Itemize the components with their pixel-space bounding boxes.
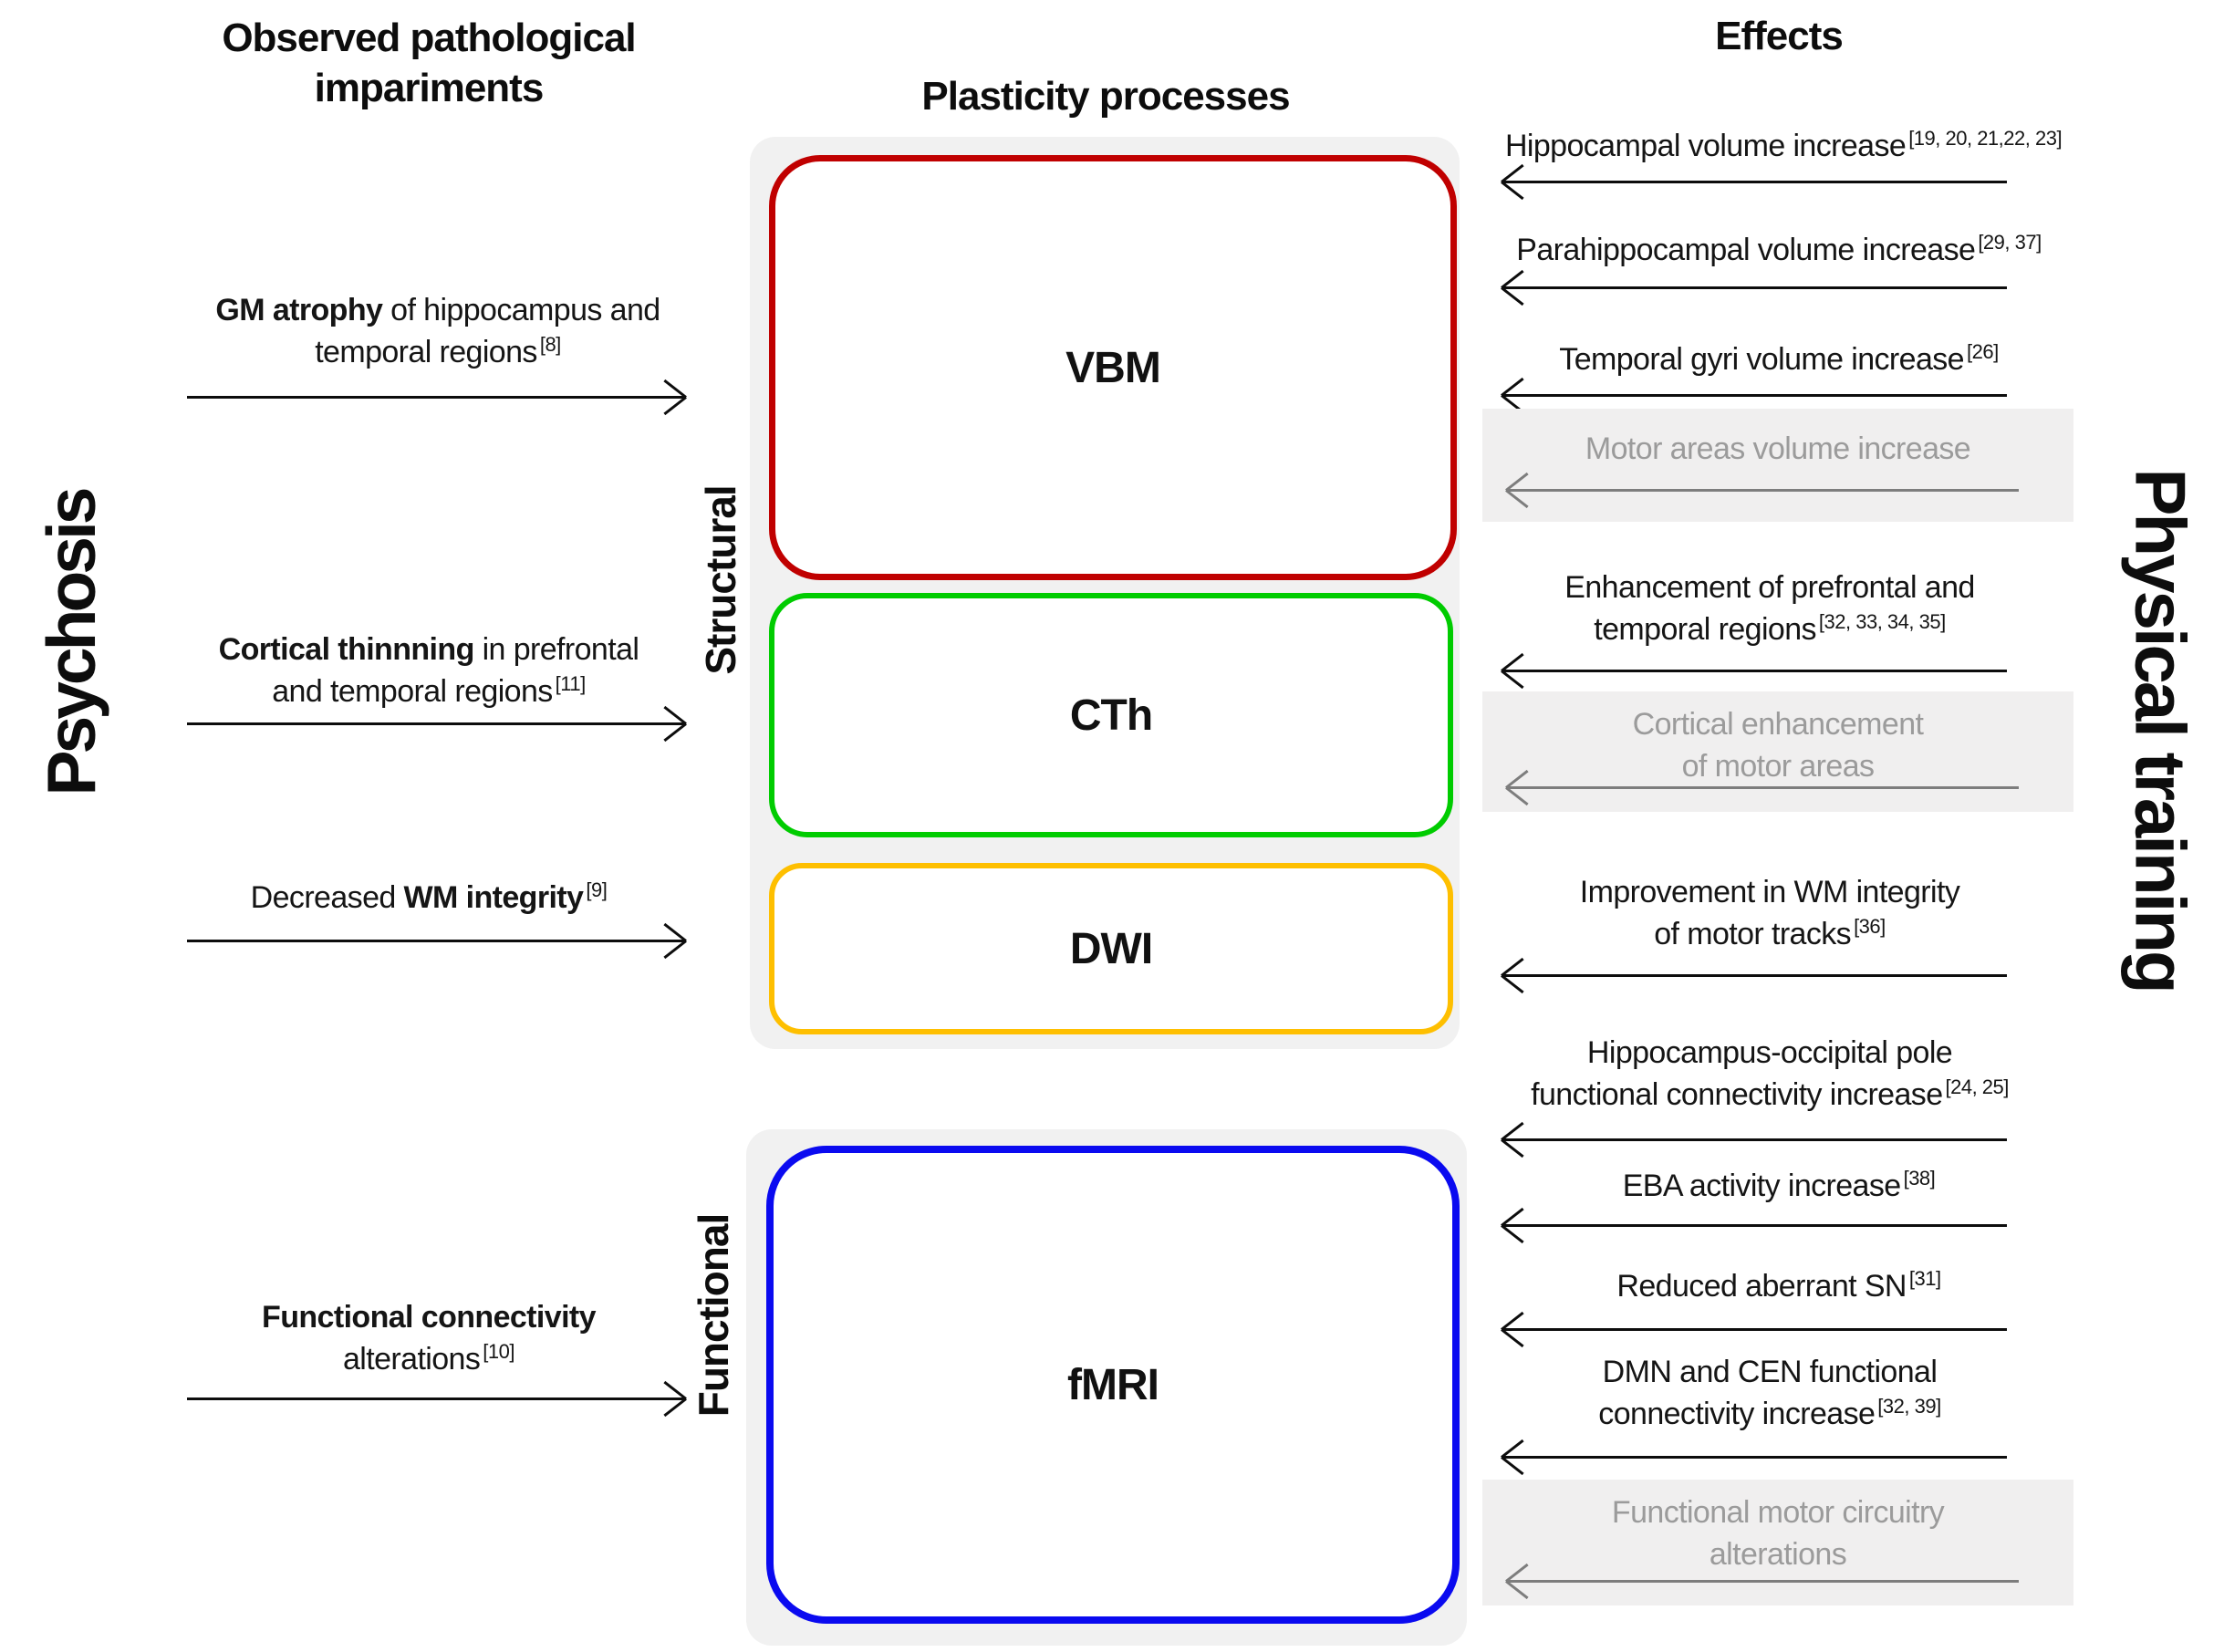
effect-arrow-left-icon bbox=[1508, 489, 2019, 492]
column-header-effects: Effects bbox=[1715, 14, 1844, 58]
process-box-dwi: DWI bbox=[769, 863, 1453, 1034]
effect-highlight-box-motor-circuitry: Functional motor circuitry alterations bbox=[1482, 1480, 2073, 1605]
effect-arrow-left-icon bbox=[1503, 1224, 2007, 1227]
effect-prefrontal-enhancement: Enhancement of prefrontal and temporal r… bbox=[1564, 570, 1975, 647]
impairment-functional-connectivity: Functional connectivity alterations[10] bbox=[262, 1300, 597, 1377]
effect-arrow-left-icon bbox=[1503, 181, 2007, 183]
structural-group-label: Structural bbox=[697, 485, 744, 675]
impairment-arrow-right-icon bbox=[187, 940, 684, 942]
impairment-wm-integrity: Decreased WM integrity[9] bbox=[250, 878, 608, 915]
effect-cortical-enhancement: Cortical enhancement of motor areas bbox=[1632, 707, 1924, 784]
process-box-vbm-label: VBM bbox=[1065, 343, 1161, 392]
effect-highlight-box-motor-volume: Motor areas volume increase bbox=[1482, 409, 2073, 522]
effect-arrow-left-icon bbox=[1503, 1456, 2007, 1459]
effect-reduced-aberrant-sn: Reduced aberrant SN[31] bbox=[1616, 1266, 1941, 1304]
column-header-processes: Plasticity processes bbox=[921, 74, 1290, 119]
effect-dmn-cen-connectivity: DMN and CEN functional connectivity incr… bbox=[1598, 1355, 1941, 1431]
effect-arrow-left-icon bbox=[1503, 1328, 2007, 1331]
effect-highlight-box-cortical-enhancement: Cortical enhancement of motor areas bbox=[1482, 691, 2073, 812]
effect-eba-activity: EBA activity increase[38] bbox=[1622, 1166, 1936, 1203]
process-box-cth: CTh bbox=[769, 593, 1453, 837]
effect-arrow-left-icon bbox=[1503, 394, 2007, 397]
effect-motor-circuitry: Functional motor circuitry alterations bbox=[1611, 1495, 1945, 1572]
effect-arrow-left-icon bbox=[1503, 974, 2007, 977]
process-box-fmri: fMRI bbox=[766, 1146, 1460, 1624]
effect-arrow-left-icon bbox=[1503, 1138, 2007, 1141]
process-box-dwi-label: DWI bbox=[1069, 924, 1153, 973]
effect-arrow-left-icon bbox=[1503, 670, 2007, 672]
effect-arrow-left-icon bbox=[1503, 286, 2007, 289]
functional-group-label: Functional bbox=[690, 1213, 737, 1418]
effect-hippocampal-volume: Hippocampal volume increase[19, 20, 21,2… bbox=[1504, 126, 2063, 163]
impairment-arrow-right-icon bbox=[187, 396, 684, 399]
psychosis-vertical-label: Psychosis bbox=[33, 490, 109, 796]
effect-wm-improvement: Improvement in WM integrity of motor tra… bbox=[1579, 875, 1960, 951]
impairment-arrow-right-icon bbox=[187, 1397, 684, 1400]
physical-training-vertical-label: Physical training bbox=[2120, 468, 2201, 992]
process-box-vbm: VBM bbox=[769, 155, 1457, 580]
effect-hippocampus-occipital: Hippocampus-occipital pole functional co… bbox=[1531, 1035, 2009, 1112]
process-box-cth-label: CTh bbox=[1069, 691, 1153, 740]
process-box-fmri-label: fMRI bbox=[1067, 1360, 1159, 1409]
effect-arrow-left-icon bbox=[1508, 1580, 2019, 1583]
column-header-impairments: Observed pathological impariments bbox=[222, 16, 636, 110]
impairment-gm-atrophy: GM atrophy of hippocampus and temporal r… bbox=[215, 293, 660, 369]
impairment-arrow-right-icon bbox=[187, 722, 684, 725]
impairment-cortical-thinning: Cortical thinnning in prefrontal and tem… bbox=[218, 632, 639, 709]
effect-arrow-left-icon bbox=[1508, 786, 2019, 789]
effect-motor-areas-volume: Motor areas volume increase bbox=[1585, 431, 1971, 466]
effect-parahippocampal-volume: Parahippocampal volume increase[29, 37] bbox=[1516, 230, 2042, 267]
effect-temporal-gyri-volume: Temporal gyri volume increase[26] bbox=[1559, 339, 1999, 377]
